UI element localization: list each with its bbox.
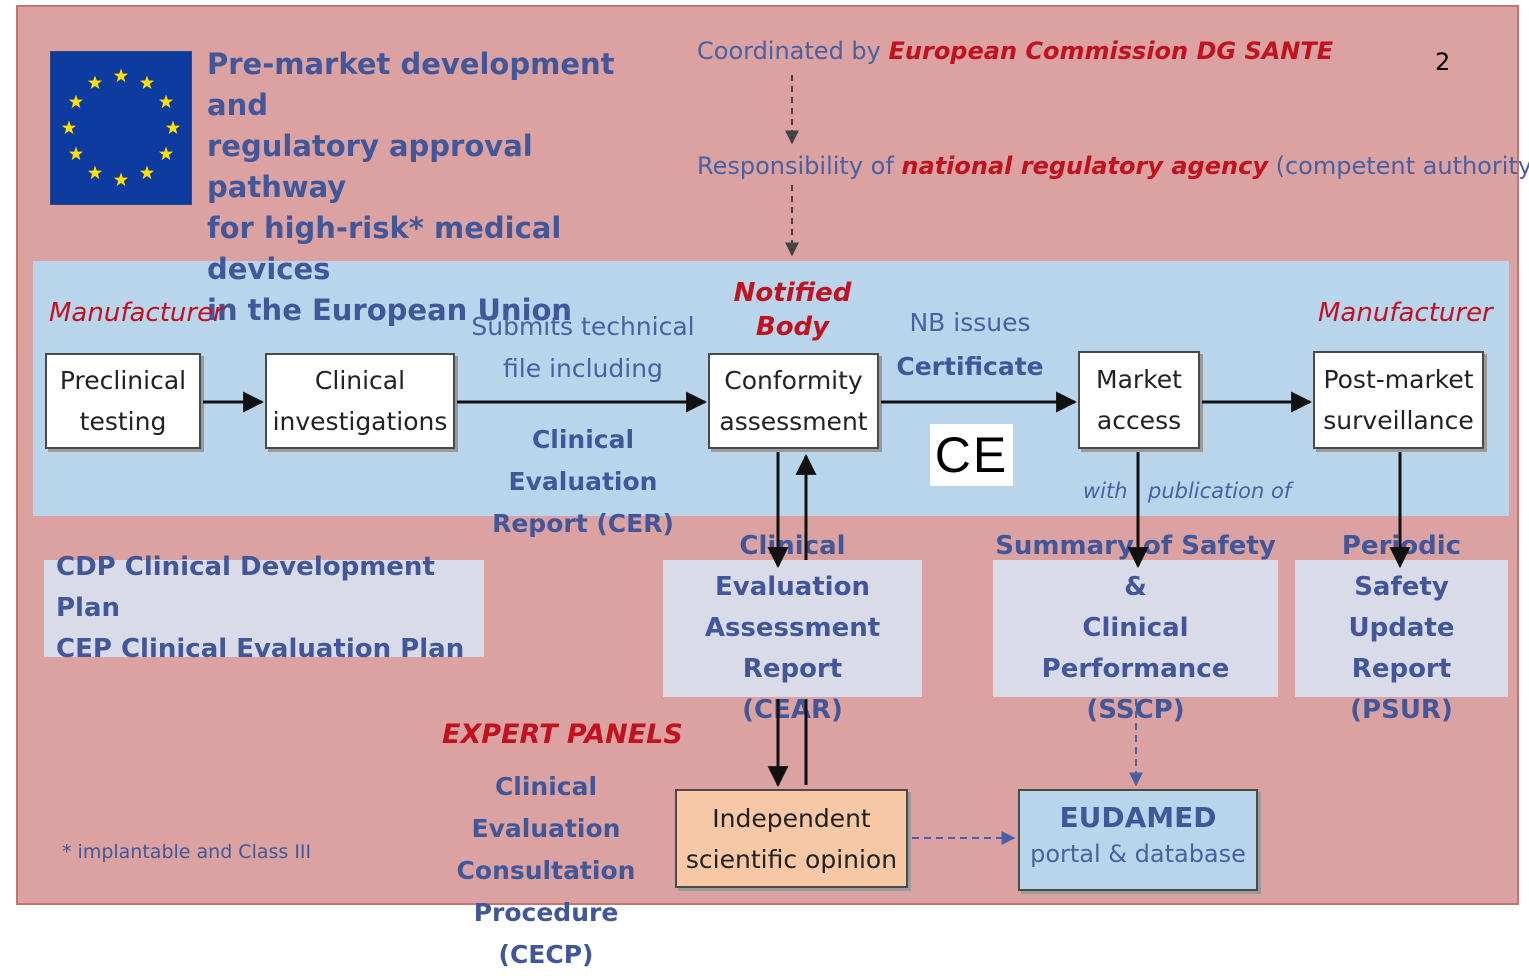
eu-star-icon — [68, 94, 84, 109]
diagram-title: Pre-market development and regulatory ap… — [207, 47, 615, 327]
notified-body-label: Notified Body — [733, 278, 852, 342]
expert-panels-heading: EXPERT PANELS — [442, 719, 683, 750]
responsibility-suffix: (competent authority) — [1267, 152, 1529, 180]
eu-star-icon — [113, 172, 129, 187]
manufacturer-label-right: Manufacturer — [1318, 298, 1493, 328]
eudamed-box: EUDAMED portal & database — [1018, 789, 1258, 891]
ce-mark-box: CE — [930, 424, 1013, 486]
coordinating-org: European Commission DG SANTE — [888, 37, 1334, 65]
responsibility-line: Responsibility of national regulatory ag… — [697, 152, 1529, 180]
responsibility-prefix: Responsibility of — [697, 152, 902, 180]
eu-star-icon — [165, 120, 181, 135]
eu-star-icon — [113, 68, 129, 83]
eu-star-icon — [139, 75, 155, 90]
preclinical-testing-box: Preclinical testing — [45, 353, 201, 449]
eudamed-title: EUDAMED — [1059, 801, 1217, 834]
eu-star-icon — [158, 94, 174, 109]
clinical-investigations-box: Clinical investigations — [265, 353, 455, 449]
eu-flag-icon — [50, 51, 192, 205]
eu-star-icon — [87, 75, 103, 90]
connector-arrows — [203, 75, 1411, 845]
market-access-box: Market access — [1078, 351, 1200, 449]
eu-star-icon — [139, 165, 155, 180]
conformity-assessment-box: Conformity assessment — [708, 353, 879, 449]
eudamed-subtitle: portal & database — [1030, 840, 1246, 868]
coordinated-prefix: Coordinated by — [697, 37, 889, 65]
certificate-label: Certificate — [896, 352, 1044, 381]
responsibility-agency: national regulatory agency — [901, 152, 1268, 180]
page-number: 2 — [1435, 48, 1451, 76]
with-label: with — [1083, 479, 1128, 503]
cer-label: Clinical Evaluation Report (CER) — [492, 425, 674, 538]
ce-mark-icon: CE — [934, 427, 1009, 483]
post-market-surveillance-box: Post-market surveillance — [1313, 351, 1484, 449]
eu-star-icon — [61, 120, 77, 135]
nb-issues-label: NB issues — [909, 308, 1031, 337]
manufacturer-label-left: Manufacturer — [49, 298, 224, 328]
independent-opinion-box: Independent scientific opinion — [675, 789, 908, 888]
coordinated-by-line: Coordinated by European Commission DG SA… — [697, 37, 1333, 65]
eu-star-icon — [158, 146, 174, 161]
publication-of-label: publication of — [1148, 479, 1292, 503]
eu-star-icon — [68, 146, 84, 161]
footnote: * implantable and Class III — [62, 841, 312, 863]
eu-star-icon — [87, 165, 103, 180]
submits-technical-file-label: Submits technical file including — [471, 312, 695, 383]
